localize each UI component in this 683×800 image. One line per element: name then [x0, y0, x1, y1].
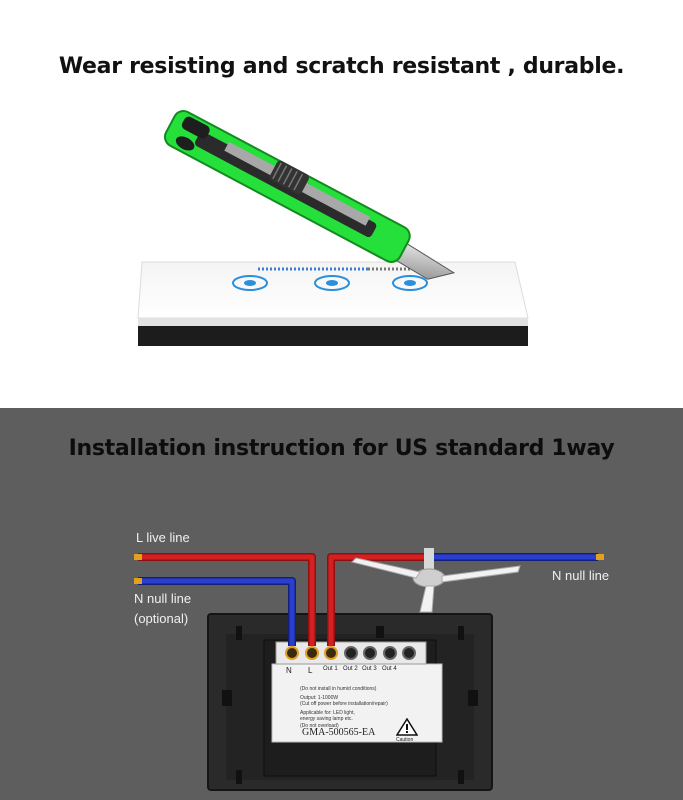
terminal-out3-label: Out 3 [362, 666, 377, 672]
spec-line-2: Output: 1-1000W [300, 694, 339, 701]
spec-line-6: (Do not overload) [300, 722, 339, 729]
null-line-label-left: N null line [134, 591, 192, 606]
spec-line-3: (Cut off power before installation/repai… [300, 701, 388, 707]
spec-label: (Do not install in humid conditions) Out… [300, 686, 428, 729]
terminal-n-label: N [286, 666, 292, 675]
terminal-out2-label: Out 2 [343, 666, 358, 672]
ceiling-fan [351, 548, 521, 613]
null-line-label-right: N null line [552, 568, 610, 583]
spec-line-5: energy saving lamp etc. [300, 716, 353, 722]
model-number: GMA-500565-EA [302, 727, 376, 738]
terminal-l-label: L [308, 666, 313, 675]
touch-icon-3 [392, 275, 428, 291]
live-wire [138, 553, 428, 646]
null-wire [138, 553, 598, 646]
terminal-out4-label: Out 4 [382, 666, 397, 672]
terminal-screws [285, 646, 416, 660]
optional-label: (optional) [134, 611, 189, 626]
caution-label: Caution [396, 737, 414, 743]
terminal-out1-label: Out 1 [323, 666, 338, 672]
product-illustration [137, 110, 529, 346]
spec-line-4: Applicable for: LED light, [300, 709, 355, 716]
durability-heading: Wear resisting and scratch resistant , d… [58, 54, 625, 79]
touch-icon-2 [314, 275, 350, 291]
touch-icon-1 [232, 275, 268, 291]
switch-back-plate [207, 613, 493, 791]
live-line-label: L live line [136, 530, 190, 545]
installation-heading: Installation instruction for US standard… [68, 436, 615, 461]
caution-icon [396, 718, 418, 736]
spec-line-1: (Do not install in humid conditions) [300, 686, 377, 692]
utility-knife [163, 110, 456, 280]
